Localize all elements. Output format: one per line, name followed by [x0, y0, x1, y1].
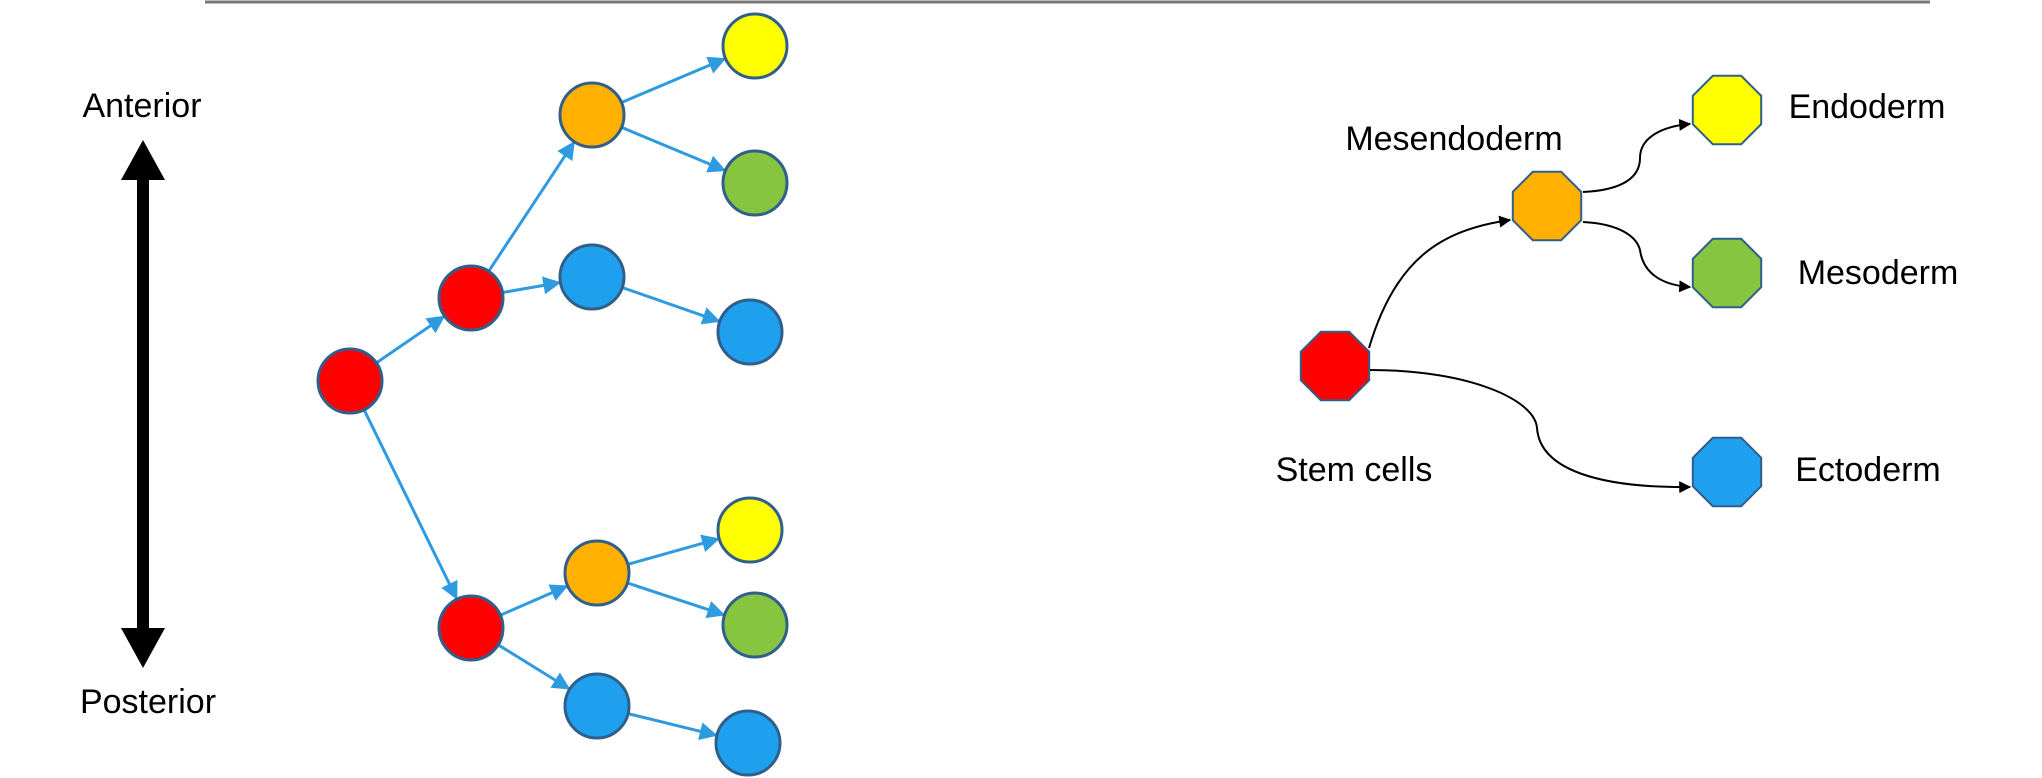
fate-map-nodes [1299, 74, 1763, 508]
tree-edge-root-a2 [362, 409, 458, 600]
fate-map-labels: Stem cells Mesendoderm Endoderm Mesoderm… [1276, 88, 1959, 489]
axis-up-arrowhead [121, 140, 165, 180]
tree-edge-m1-l1 [620, 56, 727, 104]
lineage-tree-nodes [316, 12, 789, 777]
tree-edge-root-a1 [375, 315, 446, 365]
axis-down-arrowhead [121, 628, 165, 668]
label-mesoderm: Mesoderm [1798, 254, 1959, 292]
axis-bottom-label: Posterior [80, 683, 216, 721]
fate-edge-stem-mesendoderm [1368, 215, 1512, 349]
fate-edge-mesendoderm-endoderm [1582, 118, 1692, 193]
label-endoderm: Endoderm [1789, 88, 1946, 126]
tree-node-m2-mesendoderm [563, 539, 631, 607]
tree-edge-a1-m1 [487, 141, 576, 273]
tree-edge-a2-e2 [497, 643, 571, 690]
fate-node-mesendoderm [1511, 170, 1583, 242]
label-mesendoderm: Mesendoderm [1345, 120, 1562, 158]
axis-shaft [137, 170, 149, 640]
tree-edge-m2-l4 [627, 534, 720, 566]
label-stem-cells: Stem cells [1276, 451, 1433, 489]
fate-edge-mesendoderm-mesoderm [1582, 221, 1692, 293]
label-ectoderm: Ectoderm [1795, 451, 1941, 489]
tree-node-l3-ectoderm [716, 298, 784, 366]
tree-edge-a2-m2 [499, 584, 569, 617]
fate-map-edges [1368, 118, 1692, 494]
tree-node-e2-ectoderm [563, 672, 631, 740]
tree-edge-e2-l6 [627, 712, 718, 741]
tree-node-e1-ectoderm [558, 243, 626, 311]
tree-edge-e1-l3 [621, 286, 721, 325]
tree-node-l1-endoderm [721, 12, 789, 80]
tree-node-root-stem [316, 347, 384, 415]
tree-node-m1-mesendoderm [558, 81, 626, 149]
tree-edge-m1-l2 [620, 125, 727, 173]
fate-node-mesoderm [1691, 237, 1763, 309]
tree-node-a2-stem [437, 594, 505, 662]
fate-node-ectoderm [1691, 436, 1763, 508]
lineage-tree-edges [362, 56, 727, 741]
tree-node-l2-mesoderm [721, 149, 789, 217]
tree-node-l4-endoderm [716, 496, 784, 564]
tree-node-l5-mesoderm [721, 591, 789, 659]
tree-node-l6-ectoderm [714, 709, 782, 777]
axis-top-label: Anterior [82, 87, 201, 125]
fate-node-endoderm [1691, 74, 1763, 146]
fate-edge-stem-ectoderm [1369, 369, 1692, 494]
tree-edge-a1-e1 [502, 276, 562, 295]
tree-edge-m2-l5 [626, 581, 726, 619]
fate-node-stem [1299, 330, 1371, 402]
tree-node-a1-stem [437, 264, 505, 332]
axis-group: Anterior Posterior [80, 87, 216, 721]
